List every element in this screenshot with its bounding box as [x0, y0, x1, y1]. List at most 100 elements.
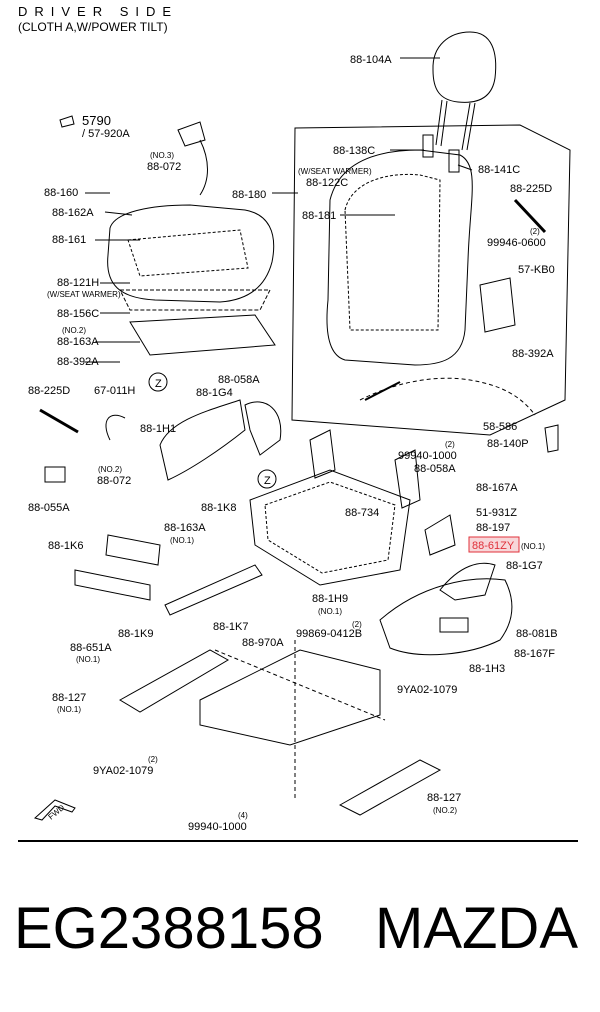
part-label[interactable]: 88-225D: [28, 385, 70, 397]
qualifier-label: (NO.2): [62, 326, 86, 335]
seat-track-icon[interactable]: [119, 649, 442, 816]
cushion-pad-icon[interactable]: [119, 289, 271, 311]
part-label[interactable]: 88-058A: [414, 463, 456, 475]
part-label[interactable]: 88-1K6: [48, 540, 83, 552]
qualifier-label: (4): [238, 811, 248, 820]
part-label[interactable]: 88-072: [97, 475, 131, 487]
part-label[interactable]: 99940-1000: [398, 450, 457, 462]
part-label[interactable]: 88-1G7: [506, 560, 543, 572]
part-label[interactable]: 88-167A: [476, 482, 518, 494]
part-label[interactable]: 88-162A: [52, 207, 94, 219]
part-label[interactable]: 88-1K9: [118, 628, 153, 640]
headrest-guide-icon[interactable]: [448, 149, 460, 173]
recliner-cover-inner-icon[interactable]: [244, 401, 282, 456]
front-trim-icon[interactable]: [105, 534, 161, 566]
reference-label[interactable]: / 57-920A: [82, 128, 130, 140]
part-label[interactable]: 88-104A: [350, 54, 392, 66]
fwd-arrow-icon: [33, 799, 76, 821]
seatback-icon[interactable]: [326, 149, 473, 366]
reference-hand-icon: [59, 115, 75, 128]
part-label[interactable]: 88-1K8: [201, 502, 236, 514]
outer-shield-icon[interactable]: [379, 578, 513, 656]
part-label[interactable]: 88-160: [44, 187, 78, 199]
side-trim-left-icon[interactable]: [74, 569, 151, 601]
part-label[interactable]: 9YA02-1079: [397, 684, 457, 696]
qualifier-label: (NO.1): [170, 536, 194, 545]
diagram-title: DRIVER SIDE: [18, 4, 179, 19]
qualifier-label: (2): [148, 755, 158, 764]
cushion-pan-icon[interactable]: [129, 314, 276, 356]
part-label[interactable]: 99869-0412B: [296, 628, 362, 640]
part-label[interactable]: 88-081B: [516, 628, 558, 640]
headrest-icon[interactable]: [432, 31, 497, 151]
part-label[interactable]: 88-1H1: [140, 423, 176, 435]
view-z-label: Z: [155, 378, 162, 390]
part-label[interactable]: 88-1G4: [196, 387, 233, 399]
recliner-knob-icon[interactable]: [544, 424, 559, 453]
cable-tie-right-icon[interactable]: [513, 198, 547, 234]
lumbar-support-icon[interactable]: [479, 277, 516, 333]
part-label[interactable]: 88-141C: [478, 164, 520, 176]
part-label[interactable]: 88-138C: [333, 145, 375, 157]
part-label[interactable]: 88-651A: [70, 642, 112, 654]
part-label[interactable]: 88-163A: [57, 336, 99, 348]
part-label[interactable]: 88-734: [345, 507, 379, 519]
highlighted-part-label[interactable]: 88-61ZY: [472, 540, 515, 552]
part-label[interactable]: 88-055A: [28, 502, 70, 514]
qualifier-label: (2): [352, 620, 362, 629]
power-switch-icon[interactable]: [439, 617, 469, 633]
part-label[interactable]: 88-1H3: [469, 663, 505, 675]
qualifier-label: (NO.1): [318, 607, 342, 616]
part-label[interactable]: 88-058A: [218, 374, 260, 386]
qualifier-label: (NO.1): [57, 705, 81, 714]
part-label[interactable]: 88-127: [427, 792, 461, 804]
part-label[interactable]: 88-197: [476, 522, 510, 534]
qualifier-label: (W/SEAT WARMER): [47, 290, 121, 299]
part-label[interactable]: 67-011H: [94, 385, 135, 397]
view-z-label: Z: [264, 475, 271, 487]
part-label[interactable]: 99940-1000: [188, 821, 247, 833]
reference-label[interactable]: 5790: [82, 113, 111, 128]
part-label[interactable]: 51-931Z: [476, 507, 517, 519]
part-label[interactable]: 88-225D: [510, 183, 552, 195]
part-label[interactable]: 9YA02-1079: [93, 765, 153, 777]
part-label[interactable]: 99946-0600: [487, 237, 546, 249]
qualifier-label: (NO.2): [433, 806, 457, 815]
part-label[interactable]: 88-122C: [306, 177, 348, 189]
side-trim-right-icon[interactable]: [164, 564, 263, 616]
part-label[interactable]: 88-167F: [514, 648, 555, 660]
clip-icon[interactable]: [105, 414, 126, 441]
part-label[interactable]: 88-140P: [487, 438, 529, 450]
recliner-cover-icon[interactable]: [159, 399, 246, 481]
part-label[interactable]: 88-1H9: [312, 593, 348, 605]
tilt-motor-icon[interactable]: [424, 514, 456, 556]
seat-belt-buckle-icon[interactable]: [177, 121, 206, 147]
part-label[interactable]: 57-KB0: [518, 264, 555, 276]
footer-divider: [18, 840, 578, 842]
part-label[interactable]: 88-1K7: [213, 621, 248, 633]
qualifier-label: (NO.1): [76, 655, 100, 664]
part-label[interactable]: 58-586: [483, 421, 517, 433]
part-label[interactable]: 88-180: [232, 189, 266, 201]
seat-cushion-icon[interactable]: [107, 204, 275, 303]
part-label[interactable]: 88-121H: [57, 277, 99, 289]
part-label[interactable]: 88-072: [147, 161, 181, 173]
part-label[interactable]: 88-156C: [57, 308, 99, 320]
part-label[interactable]: 88-181: [302, 210, 336, 222]
qualifier-label: (NO.1): [521, 542, 545, 551]
part-label[interactable]: 88-392A: [57, 356, 99, 368]
part-label[interactable]: 88-161: [52, 234, 86, 246]
view-z-marker: [257, 469, 277, 489]
seat-frame-icon[interactable]: [249, 429, 421, 586]
qualifier-label: (2): [530, 227, 540, 236]
part-label[interactable]: 88-970A: [242, 637, 284, 649]
part-label[interactable]: 88-392A: [512, 348, 554, 360]
qualifier-label: (NO.2): [98, 465, 122, 474]
connector-icon[interactable]: [44, 466, 66, 483]
seat-exploded-diagram: 88-104A 5790 / 57-920A (NO.3) 88-072 88-…: [28, 31, 571, 833]
part-label[interactable]: 88-163A: [164, 522, 206, 534]
part-label[interactable]: 88-127: [52, 692, 86, 704]
part-number: EG2388158: [14, 896, 324, 961]
cable-tie-icon[interactable]: [39, 408, 79, 434]
headrest-guide-icon[interactable]: [422, 134, 434, 158]
